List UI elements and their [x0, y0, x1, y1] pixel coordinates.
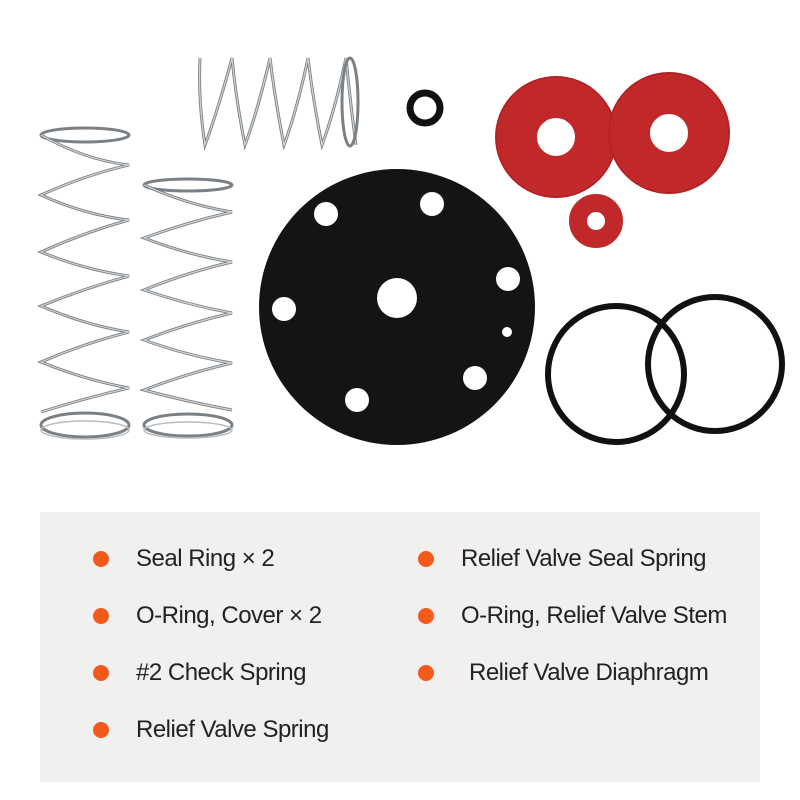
list-item: Relief Valve Seal Spring — [418, 544, 707, 574]
o-ring-stem-image — [406, 89, 444, 127]
list-item-label: Relief Valve Seal Spring — [461, 545, 707, 572]
seal-rings-image — [495, 72, 730, 248]
parts-list-panel: Seal Ring × 2 Relief Valve Seal Spring O… — [40, 512, 760, 782]
list-item: #2 Check Spring — [93, 658, 306, 688]
product-photo — [37, 56, 785, 445]
list-item: O-Ring, Cover × 2 — [93, 601, 322, 631]
bullet-dot-icon — [93, 665, 109, 681]
bullet-dot-icon — [418, 608, 434, 624]
relief-valve-seal-spring-image — [198, 56, 360, 151]
o-ring-cover-image — [545, 294, 785, 445]
list-item-label: O-Ring, Relief Valve Stem — [461, 602, 727, 629]
list-item: Seal Ring × 2 — [93, 544, 275, 574]
list-item: Relief Valve Spring — [93, 715, 329, 745]
bullet-dot-icon — [418, 665, 434, 681]
list-item-label: O-Ring, Cover × 2 — [136, 602, 322, 629]
list-item: Relief Valve Diaphragm — [418, 658, 709, 688]
list-item-label: Relief Valve Diaphragm — [469, 659, 709, 686]
list-item-label: Seal Ring × 2 — [136, 545, 275, 572]
list-item-label: #2 Check Spring — [136, 659, 306, 686]
list-item-label: Relief Valve Spring — [136, 716, 329, 743]
diaphragm-image — [259, 169, 535, 445]
bullet-dot-icon — [418, 551, 434, 567]
relief-valve-spring-image — [37, 126, 131, 440]
bullet-dot-icon — [93, 551, 109, 567]
bullet-dot-icon — [93, 722, 109, 738]
bullet-dot-icon — [93, 608, 109, 624]
list-item: O-Ring, Relief Valve Stem — [418, 601, 727, 631]
check-spring-image — [139, 177, 234, 439]
